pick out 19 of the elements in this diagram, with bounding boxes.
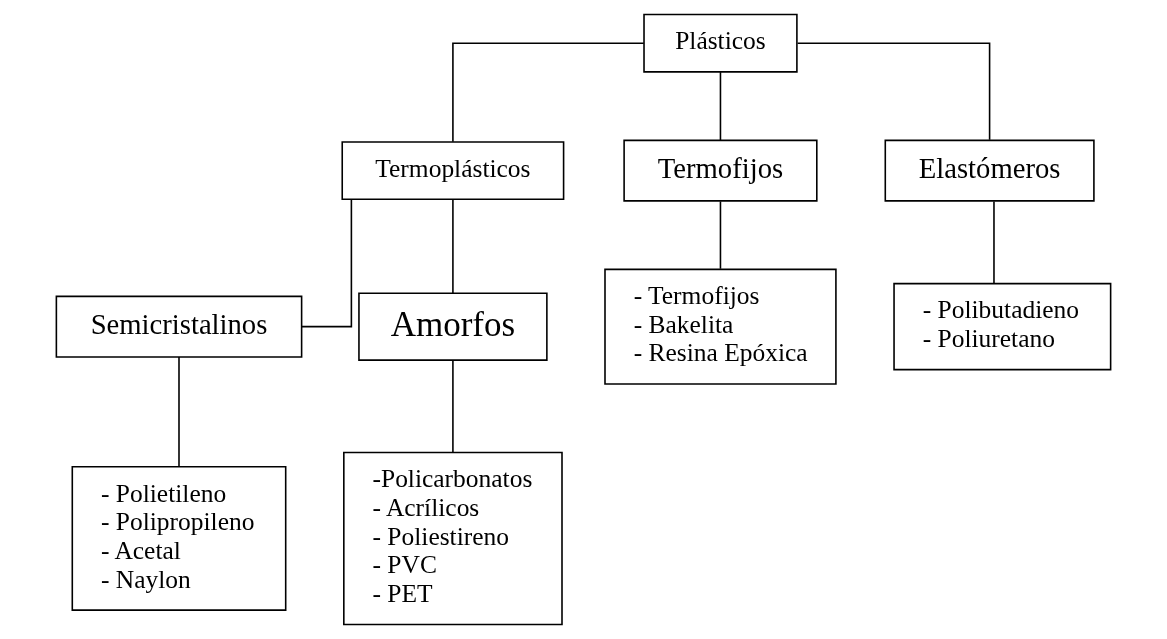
- node-box: Elastómeros: [884, 139, 1095, 202]
- node-box: - Polietileno - Polipropileno - Acetal - Naylon: [71, 466, 287, 611]
- connector: [452, 359, 454, 453]
- node-box: Termoplásticos: [341, 141, 565, 201]
- node-box: - Polibutadieno - Poliuretano: [893, 282, 1112, 371]
- connector: [719, 71, 722, 141]
- connector: [178, 356, 180, 468]
- connector: [993, 200, 995, 285]
- connector: [796, 42, 991, 141]
- node-box: - Termofijos - Bakelita - Resina Epóxica: [604, 268, 837, 385]
- connector: [452, 199, 454, 294]
- connector: [719, 200, 722, 270]
- node-box: Termofijos: [623, 139, 818, 202]
- connector: [301, 199, 353, 328]
- node-box: Amorfos: [358, 292, 548, 361]
- node-box: -Policarbonatos - Acrílicos - Poliestireno - PVC - PET: [343, 451, 563, 626]
- node-box: Semicristalinos: [55, 295, 303, 358]
- node-box: Plásticos: [643, 13, 798, 73]
- connector: [452, 42, 645, 143]
